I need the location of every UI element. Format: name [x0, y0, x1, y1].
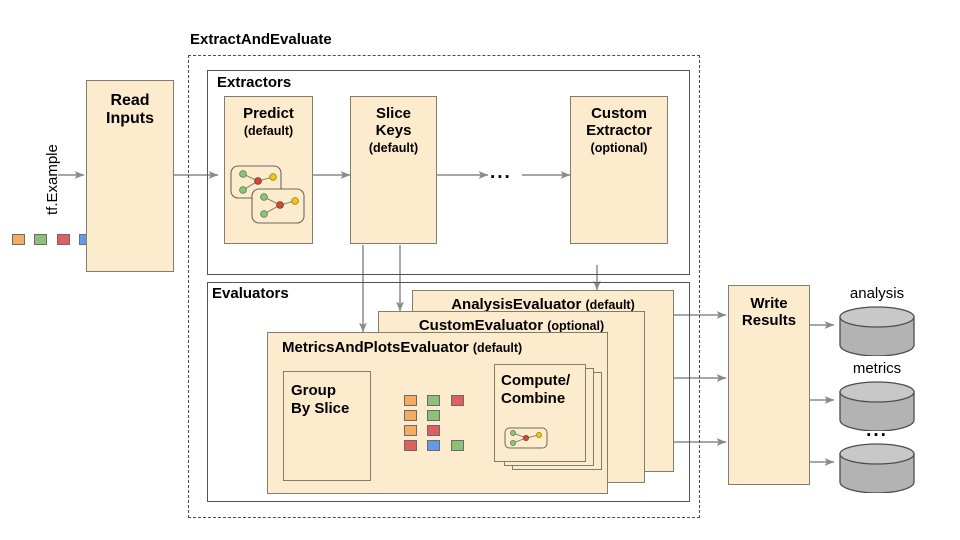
analysis-evaluator-name: AnalysisEvaluator	[451, 296, 582, 313]
analysis-evaluator-qualifier: (default)	[585, 298, 635, 312]
group-by-slice-line1: Group	[291, 382, 336, 399]
swatch-row	[404, 438, 464, 453]
swatch-row	[404, 423, 464, 438]
panel-evaluators	[207, 282, 690, 502]
model-graph-icon	[230, 165, 305, 224]
swatch-red	[427, 425, 441, 436]
database-cylinder-icon	[839, 381, 915, 431]
node-custom-extractor[interactable]: Custom Extractor (optional)	[570, 96, 668, 244]
custom-extractor-line2: Extractor	[586, 122, 652, 140]
write-results-title: Write Results	[729, 295, 809, 329]
extract-and-evaluate-title: ExtractAndEvaluate	[190, 31, 332, 48]
database-cylinder-icon	[839, 306, 915, 356]
custom-evaluator-name: CustomEvaluator	[418, 317, 544, 334]
swatch-orange	[404, 410, 417, 421]
custom-extractor-title: Custom Extractor (optional)	[571, 105, 667, 156]
slice-keys-qualifier: (default)	[368, 141, 419, 156]
write-results-line2: Results	[741, 312, 797, 330]
extract-and-evaluate-boundary	[188, 55, 700, 518]
extractors-panel-label: Extractors	[217, 74, 292, 91]
swatch-orange	[404, 395, 417, 406]
node-compute-combine[interactable]: Compute/ Combine	[494, 364, 586, 462]
slice-swatch-grid	[404, 393, 464, 453]
slice-keys-line2: Keys	[375, 122, 412, 140]
read-inputs-title: Read Inputs	[87, 92, 173, 128]
read-inputs-line2: Inputs	[106, 110, 154, 128]
swatch-red	[450, 395, 464, 406]
swatch-row	[404, 393, 464, 408]
custom-evaluator-qualifier: (optional)	[547, 319, 605, 333]
swatch-green	[34, 234, 48, 245]
custom-extractor-line1: Custom	[591, 105, 647, 122]
input-swatches	[12, 232, 93, 250]
predict-title: Predict (default)	[225, 105, 312, 139]
compute-combine-line1: Compute/	[501, 372, 571, 389]
evaluators-panel-label: Evaluators	[212, 285, 289, 302]
swatch-red	[404, 440, 417, 451]
sink-metrics-label: metrics	[852, 360, 902, 377]
compute-combine-line2: Combine	[501, 390, 566, 407]
custom-extractor-qualifier: (optional)	[590, 141, 648, 156]
swatch-blue	[427, 440, 441, 451]
swatch-row	[404, 408, 464, 423]
node-group-by-slice[interactable]: Group By Slice	[283, 371, 371, 481]
group-by-slice-line2: By Slice	[291, 400, 350, 417]
node-slice-keys[interactable]: Slice Keys (default)	[350, 96, 437, 244]
swatch-green	[427, 395, 441, 406]
swatch-orange	[404, 425, 417, 436]
predict-name: Predict	[243, 105, 294, 122]
node-read-inputs[interactable]: Read Inputs	[86, 80, 174, 272]
swatch-orange	[12, 234, 25, 245]
slice-keys-line1: Slice	[375, 105, 412, 122]
metrics-evaluator-name: MetricsAndPlotsEvaluator	[282, 339, 469, 356]
metrics-evaluator-qualifier: (default)	[472, 341, 523, 355]
slice-keys-title: Slice Keys (default)	[351, 105, 436, 156]
predict-qualifier: (default)	[243, 124, 294, 139]
sink-analysis-label: analysis	[849, 285, 905, 302]
swatch-green	[427, 410, 441, 421]
write-results-line1: Write	[750, 295, 788, 312]
sink-ellipsis-label: ...	[866, 420, 888, 441]
node-predict[interactable]: Predict (default)	[224, 96, 313, 244]
read-inputs-line1: Read	[110, 92, 150, 109]
swatch-red	[56, 234, 70, 245]
panel-extractors	[207, 70, 690, 275]
input-label: tf.Example	[44, 144, 61, 215]
extractors-ellipsis: ...	[490, 162, 512, 183]
model-graph-icon	[504, 427, 548, 449]
database-cylinder-icon	[839, 443, 915, 493]
node-write-results[interactable]: Write Results	[728, 285, 810, 485]
swatch-green	[450, 440, 464, 451]
